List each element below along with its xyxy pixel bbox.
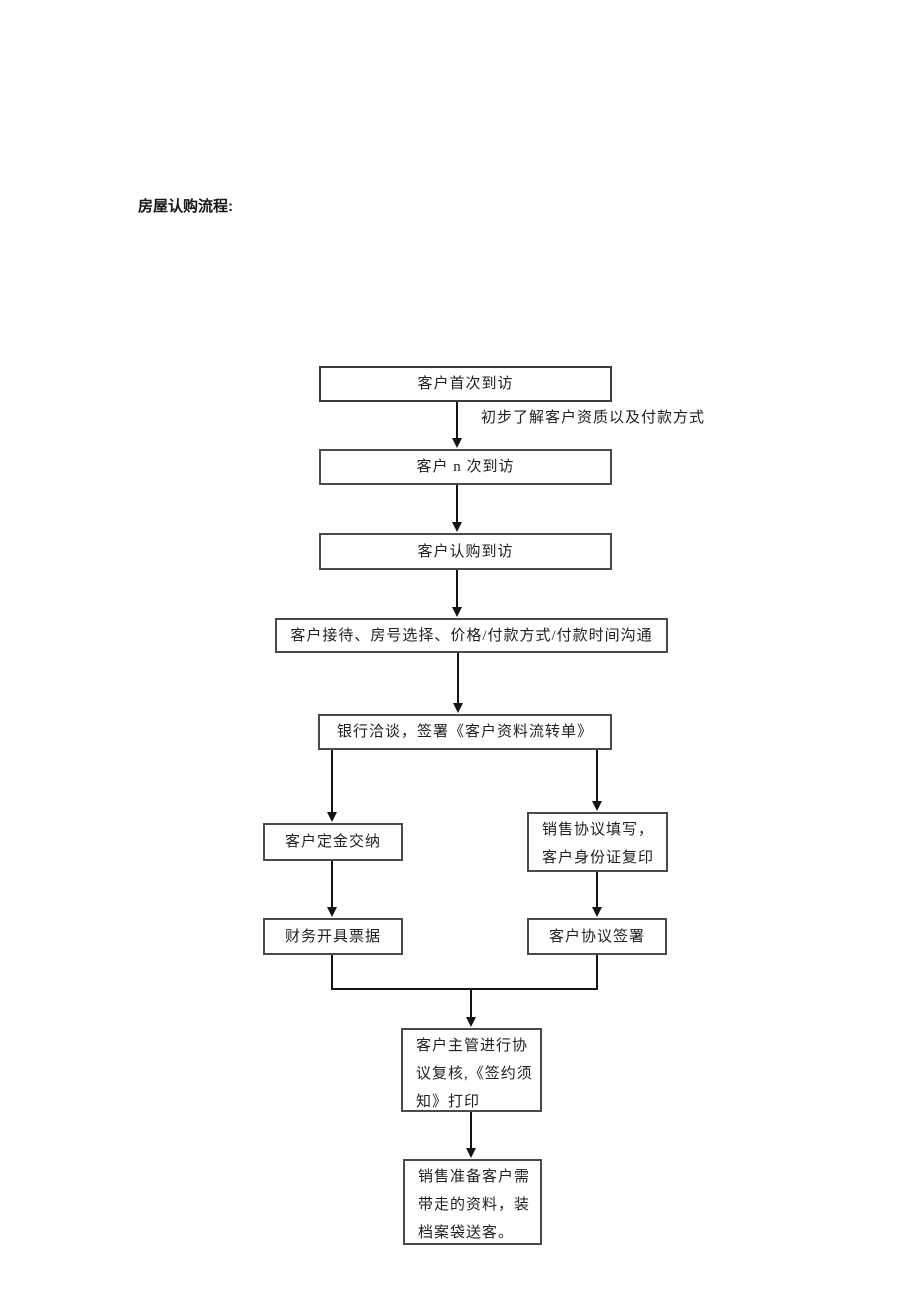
connector-line xyxy=(331,861,333,909)
connector-line-branch-left xyxy=(331,750,333,814)
connector-line xyxy=(470,1112,472,1150)
arrowhead-down-icon xyxy=(592,801,602,811)
page-title: 房屋认购流程: xyxy=(138,198,233,215)
node-prepare-materials: 销售准备客户需 带走的资料，装 档案袋送客。 xyxy=(403,1159,542,1245)
node-bank-negotiation: 银行洽谈，签署《客户资料流转单》 xyxy=(318,714,612,750)
arrowhead-down-icon xyxy=(452,438,462,448)
arrowhead-down-icon xyxy=(327,812,337,822)
arrowhead-down-icon xyxy=(327,907,337,917)
connector-line-branch-right xyxy=(596,750,598,803)
node-supervisor-review: 客户主管进行协 议复核,《签约须 知》打印 xyxy=(401,1028,542,1112)
node-customer-first-visit: 客户首次到访 xyxy=(319,366,612,402)
node-agreement-signing: 客户协议签署 xyxy=(527,918,667,955)
node-reception-room-price: 客户接待、房号选择、价格/付款方式/付款时间沟通 xyxy=(275,618,668,653)
connector-line xyxy=(596,872,598,909)
arrowhead-down-icon xyxy=(453,703,463,713)
connector-line xyxy=(456,570,458,609)
connector-line xyxy=(457,653,459,705)
arrowhead-down-icon xyxy=(592,907,602,917)
node-customer-nth-visit: 客户 n 次到访 xyxy=(319,449,612,485)
arrowhead-down-icon xyxy=(466,1017,476,1027)
node-sales-agreement-fill: 销售协议填写， 客户身份证复印 xyxy=(527,812,668,872)
connector-line xyxy=(470,989,472,1019)
arrowhead-down-icon xyxy=(452,607,462,617)
node-finance-invoice: 财务开具票据 xyxy=(263,918,403,955)
connector-line-merge-horizontal xyxy=(331,988,598,990)
connector-line-merge-left xyxy=(331,955,333,990)
connector-line-merge-right xyxy=(596,955,598,990)
arrowhead-down-icon xyxy=(452,522,462,532)
arrowhead-down-icon xyxy=(466,1148,476,1158)
node-deposit-payment: 客户定金交纳 xyxy=(263,823,403,861)
connector-line xyxy=(456,485,458,524)
connector-line xyxy=(456,402,458,440)
edge-annotation: 初步了解客户资质以及付款方式 xyxy=(481,410,706,426)
node-customer-subscription-visit: 客户认购到访 xyxy=(319,533,612,570)
